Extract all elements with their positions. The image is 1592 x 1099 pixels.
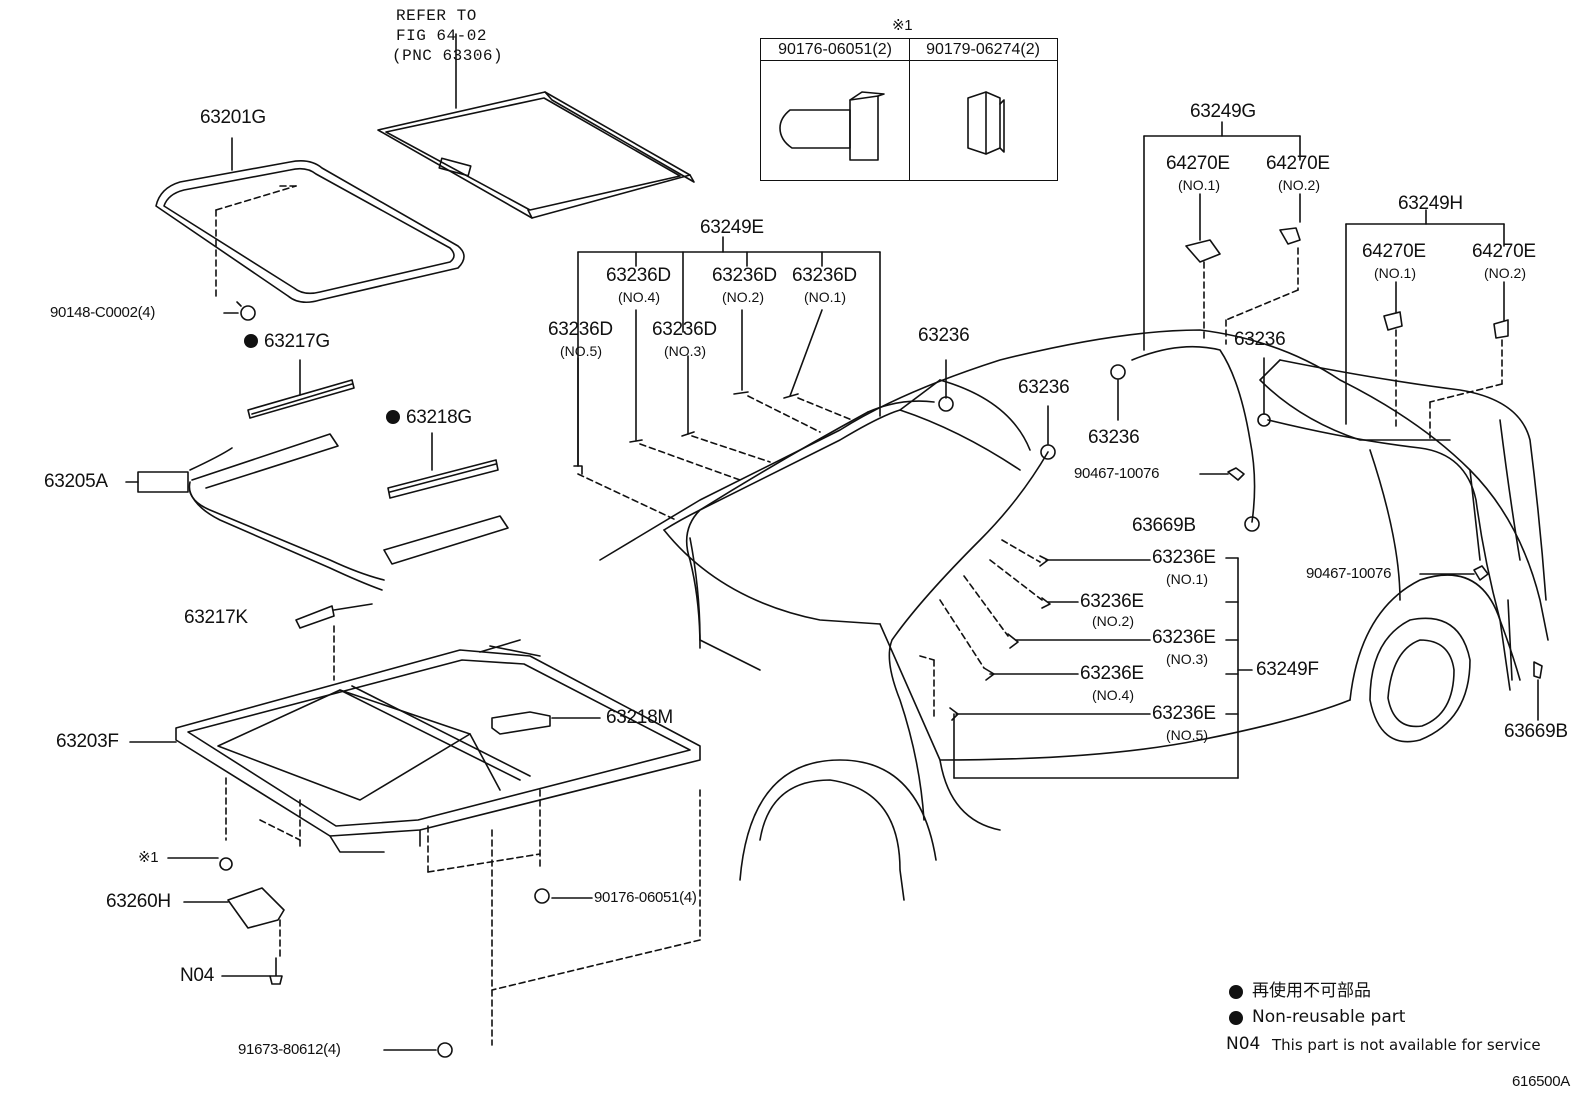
label-63236E-no2: 63236E [1080, 591, 1144, 612]
figure-code: 616500A [1512, 1073, 1570, 1090]
sublabel-63236D-no1: (NO.1) [804, 289, 846, 305]
callout-left-part: 90176-06051(2) [761, 39, 909, 61]
label-63201G: 63201G [200, 107, 266, 128]
group-63249E [573, 236, 881, 521]
label-63249F: 63249F [1256, 659, 1319, 680]
label-63669B-a: 63669B [1132, 515, 1196, 536]
label-63217K: 63217K [184, 607, 248, 628]
car-body [599, 329, 1549, 901]
bolt-90176 [534, 888, 593, 904]
frame-63205A [125, 433, 509, 591]
legend-japanese: 再使用不可部品 [1252, 981, 1371, 1001]
sublabel-63236E-no5: (NO.5) [1166, 727, 1208, 743]
sublabel-63236D-no2: (NO.2) [722, 289, 764, 305]
legend-english: Non-reusable part [1252, 1007, 1406, 1027]
label-63236D-no1: 63236D [792, 265, 857, 286]
refer-line-3: (PNC 63306) [392, 47, 504, 65]
label-63260H: 63260H [106, 891, 171, 912]
bolt-mark1 [167, 857, 233, 871]
label-63205A: 63205A [44, 471, 108, 492]
label-63236E-no4: 63236E [1080, 663, 1144, 684]
sublabel-64270E-h1: (NO.1) [1374, 265, 1416, 281]
glass-panel [155, 137, 465, 304]
label-90176: 90176-06051(4) [594, 889, 697, 906]
legend-dot-en [1229, 1011, 1243, 1025]
label-63218M: 63218M [606, 707, 673, 728]
group-63249G [1143, 121, 1301, 351]
seal-63218G [387, 432, 499, 499]
label-N04: N04 [180, 965, 214, 986]
sublabel-64270E-g2: (NO.2) [1278, 177, 1320, 193]
group-63249H [1345, 209, 1509, 441]
sublabel-63236D-no3: (NO.3) [664, 343, 706, 359]
legend-n04-code: N04 [1226, 1034, 1261, 1054]
sublabel-64270E-g1: (NO.1) [1178, 177, 1220, 193]
label-90148: 90148-C0002(4) [50, 304, 156, 321]
callout-fasteners [779, 91, 1005, 161]
label-63236E-no3: 63236E [1152, 627, 1216, 648]
label-63236D-no3: 63236D [652, 319, 717, 340]
refer-line-1: REFER TO [396, 7, 477, 25]
label-63236D-no2: 63236D [712, 265, 777, 286]
motor-63260H [183, 887, 285, 961]
label-63236-a: 63236 [918, 325, 970, 346]
part-63217K [295, 603, 373, 681]
sublabel-63236D-no4: (NO.4) [618, 289, 660, 305]
non-reusable-dot [244, 334, 258, 348]
sublabel-63236D-no5: (NO.5) [560, 343, 602, 359]
sublabel-64270E-h2: (NO.2) [1484, 265, 1526, 281]
label-63203F: 63203F [56, 731, 119, 752]
callout-right-part: 90179-06274(2) [909, 39, 1057, 61]
label-63249H: 63249H [1398, 193, 1463, 214]
label-63217G: 63217G [244, 332, 330, 351]
label-63217G-text: 63217G [264, 331, 330, 352]
bolt-90148 [223, 301, 256, 321]
label-63236-d: 63236 [1234, 329, 1286, 350]
non-reusable-dot [386, 410, 400, 424]
bracket-63218M [491, 711, 601, 735]
label-63236E-no5: 63236E [1152, 703, 1216, 724]
housing-63203F [129, 639, 701, 1046]
label-90467-a: 90467-10076 [1074, 465, 1160, 482]
label-63218G: 63218G [386, 408, 472, 427]
sublabel-63236E-no2: (NO.2) [1092, 613, 1134, 629]
label-64270E-g1: 64270E [1166, 153, 1230, 174]
grommets [938, 357, 1543, 721]
label-63236D-no4: 63236D [606, 265, 671, 286]
label-63236D-no5: 63236D [548, 319, 613, 340]
bolt-91673 [383, 1042, 453, 1058]
sunshade-panel [377, 33, 695, 219]
label-mark1: ※1 [138, 849, 159, 866]
seal-63217G [247, 359, 355, 419]
sublabel-63236E-no1: (NO.1) [1166, 571, 1208, 587]
sublabel-63236E-no3: (NO.3) [1166, 651, 1208, 667]
screw-N04 [221, 957, 283, 985]
label-64270E-g2: 64270E [1266, 153, 1330, 174]
label-63236-b: 63236 [1018, 377, 1070, 398]
callout-mark: ※1 [892, 17, 913, 34]
label-63218G-text: 63218G [406, 407, 472, 428]
sublabel-63236E-no4: (NO.4) [1092, 687, 1134, 703]
label-63236-c: 63236 [1088, 427, 1140, 448]
label-63236E-no1: 63236E [1152, 547, 1216, 568]
callout-divider [909, 39, 910, 180]
group-63249F [919, 539, 1253, 779]
legend-n04-text: This part is not available for service [1272, 1036, 1541, 1054]
label-63669B-b: 63669B [1504, 721, 1568, 742]
drain-hoses [685, 345, 1521, 821]
callout-box: 90176-06051(2) 90179-06274(2) [760, 38, 1058, 181]
label-91673: 91673-80612(4) [238, 1041, 341, 1058]
label-63249E: 63249E [700, 217, 764, 238]
label-90467-b: 90467-10076 [1306, 565, 1392, 582]
refer-line-2: FIG 64-02 [396, 27, 487, 45]
label-64270E-h2: 64270E [1472, 241, 1536, 262]
label-63249G: 63249G [1190, 101, 1256, 122]
legend-dot-jp [1229, 985, 1243, 999]
label-64270E-h1: 64270E [1362, 241, 1426, 262]
